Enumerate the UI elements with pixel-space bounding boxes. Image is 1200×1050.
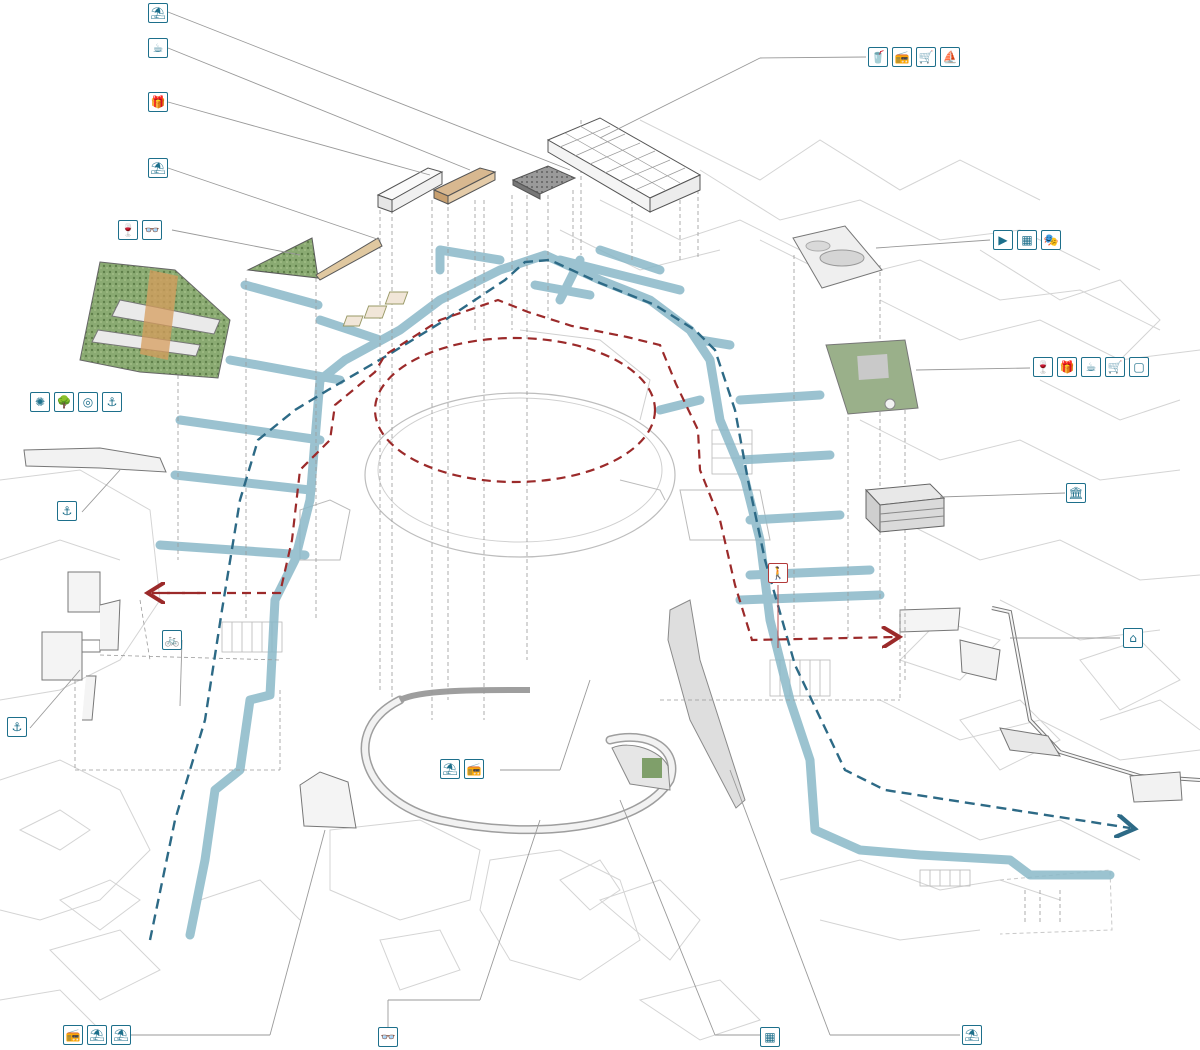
cafe-cup-icon: ☕: [1081, 357, 1101, 377]
radio-icon: 📻: [464, 759, 484, 779]
pavilion-block: [376, 167, 444, 213]
aerial-photo-block: [825, 339, 919, 415]
hotel-icon: ⌂: [1123, 628, 1143, 648]
radio-icon: 📻: [892, 47, 912, 67]
cinema-icon: ▶: [993, 230, 1013, 250]
red-route: [152, 298, 895, 640]
projection-lines: [74, 120, 1061, 925]
gallery-icon: ▢: [1129, 357, 1149, 377]
site-ground: [23, 329, 1200, 935]
shopping-cart-icon: 🛒: [1105, 357, 1125, 377]
radio-icon: 📻: [63, 1025, 83, 1045]
bicycle-icon: 🚲: [162, 630, 182, 650]
red-dashed-ellipse: [373, 336, 657, 484]
gift-shop-icon: 🎁: [148, 92, 168, 112]
lecture-icon: ▦: [1017, 230, 1037, 250]
wave-roof-model: [792, 225, 883, 289]
shopping-cart-icon: 🛒: [916, 47, 936, 67]
wood-slope-strip: [315, 237, 383, 281]
gift-shop-icon: 🎁: [1057, 357, 1077, 377]
beach-umbrella-icon: ⛱: [440, 759, 460, 779]
beach-umbrella-icon: ⛱: [148, 158, 168, 178]
wine-icon: 🍷: [118, 220, 138, 240]
base-map: [0, 119, 1200, 1041]
floating-buildings: [79, 117, 946, 534]
binoculars-icon: 👓: [142, 220, 162, 240]
beach-umbrella-icon: ⛱: [962, 1025, 982, 1045]
dark-roof-tiles: [511, 165, 577, 200]
routes: [148, 258, 1130, 941]
fireworks-icon: ✺: [30, 392, 50, 412]
beach-umbrella-icon: ⛱: [148, 3, 168, 23]
wine-icon: 🍷: [1033, 357, 1053, 377]
anchor-icon: ⚓: [57, 501, 77, 521]
leader-lines: [29, 11, 1120, 1036]
landscape-render: [79, 261, 231, 379]
anchor-icon: ⚓: [7, 717, 27, 737]
timber-deck: [432, 167, 497, 205]
pedestrian-corridors: [155, 245, 1115, 940]
lecture-icon: ▦: [760, 1027, 780, 1047]
beach-umbrella-icon: ⛱: [87, 1025, 107, 1045]
cafe-cup-icon: ☕: [148, 38, 168, 58]
drink-icon: 🥤: [868, 47, 888, 67]
sunshade-icon: ⛱: [111, 1025, 131, 1045]
sailboat-icon: ⛵: [940, 47, 960, 67]
blue-route: [148, 258, 1130, 941]
pedestrian-icon: 🚶: [768, 563, 788, 583]
museum-icon: 🏛: [1066, 483, 1086, 503]
binoculars-icon: 👓: [378, 1027, 398, 1047]
tree-icon: 🌳: [54, 392, 74, 412]
museum-block: [864, 483, 946, 534]
green-roof-slope: [246, 237, 319, 279]
lifebuoy-icon: ◎: [78, 392, 98, 412]
theatre-masks-icon: 🎭: [1041, 230, 1061, 250]
fishing-icon: ⚓: [102, 392, 122, 412]
grid-tower: [546, 117, 702, 213]
